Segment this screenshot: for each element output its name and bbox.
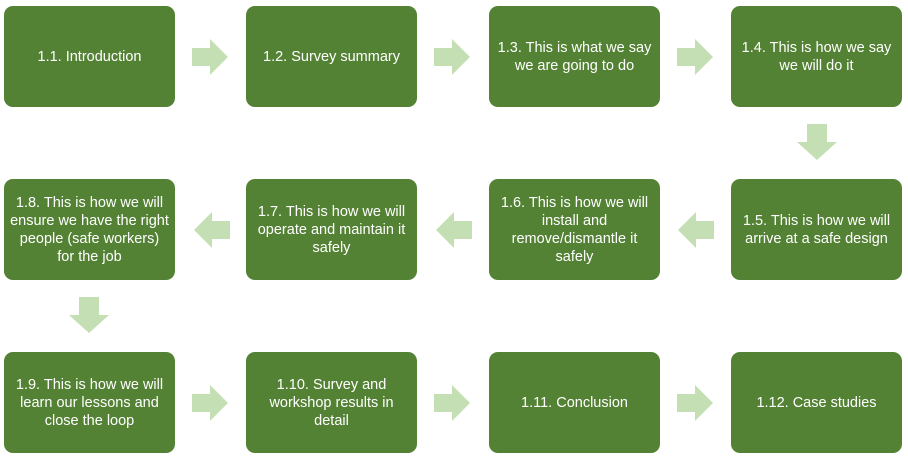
step-box-1-10: 1.10. Survey and workshop results in det… — [246, 352, 417, 453]
step-box-1-8: 1.8. This is how we will ensure we have … — [4, 179, 175, 280]
arrow-shape — [434, 385, 470, 421]
arrow-left-icon — [194, 212, 230, 248]
arrow-left-icon — [678, 212, 714, 248]
arrow-down-icon — [797, 124, 837, 160]
step-box-1-5: 1.5. This is how we will arrive at a saf… — [731, 179, 902, 280]
step-box-1-7: 1.7. This is how we will operate and mai… — [246, 179, 417, 280]
step-box-1-12: 1.12. Case studies — [731, 352, 902, 453]
arrow-shape — [677, 39, 713, 75]
step-box-1-2: 1.2. Survey summary — [246, 6, 417, 107]
step-label: 1.12. Case studies — [756, 394, 877, 411]
step-label: 1.2. Survey summary — [263, 48, 400, 65]
arrow-right-icon — [434, 385, 470, 421]
step-label: 1.3. This is what we say we are going to… — [497, 39, 652, 74]
arrow-right-icon — [677, 39, 713, 75]
arrow-left-icon — [436, 212, 472, 248]
arrow-shape — [678, 212, 714, 248]
arrow-shape — [192, 39, 228, 75]
arrow-right-icon — [677, 385, 713, 421]
arrow-shape — [192, 385, 228, 421]
step-box-1-4: 1.4. This is how we say we will do it — [731, 6, 902, 107]
arrow-shape — [434, 39, 470, 75]
step-box-1-1: 1.1. Introduction — [4, 6, 175, 107]
arrow-shape — [677, 385, 713, 421]
step-box-1-6: 1.6. This is how we will install and rem… — [489, 179, 660, 280]
step-box-1-9: 1.9. This is how we will learn our lesso… — [4, 352, 175, 453]
step-label: 1.8. This is how we will ensure we have … — [10, 194, 169, 265]
arrow-shape — [194, 212, 230, 248]
step-label: 1.5. This is how we will arrive at a saf… — [742, 212, 891, 247]
step-label: 1.11. Conclusion — [521, 394, 628, 411]
step-box-1-3: 1.3. This is what we say we are going to… — [489, 6, 660, 107]
step-label: 1.7. This is how we will operate and mai… — [257, 203, 406, 256]
arrow-shape — [436, 212, 472, 248]
arrow-right-icon — [192, 385, 228, 421]
step-label: 1.6. This is how we will install and rem… — [500, 194, 649, 265]
arrow-shape — [797, 124, 837, 160]
step-label: 1.9. This is how we will learn our lesso… — [15, 376, 164, 429]
step-label: 1.4. This is how we say we will do it — [741, 39, 892, 74]
arrow-right-icon — [434, 39, 470, 75]
arrow-right-icon — [192, 39, 228, 75]
step-box-1-11: 1.11. Conclusion — [489, 352, 660, 453]
arrow-shape — [69, 297, 109, 333]
arrow-down-icon — [69, 297, 109, 333]
step-label: 1.1. Introduction — [37, 48, 142, 65]
step-label: 1.10. Survey and workshop results in det… — [269, 376, 394, 429]
